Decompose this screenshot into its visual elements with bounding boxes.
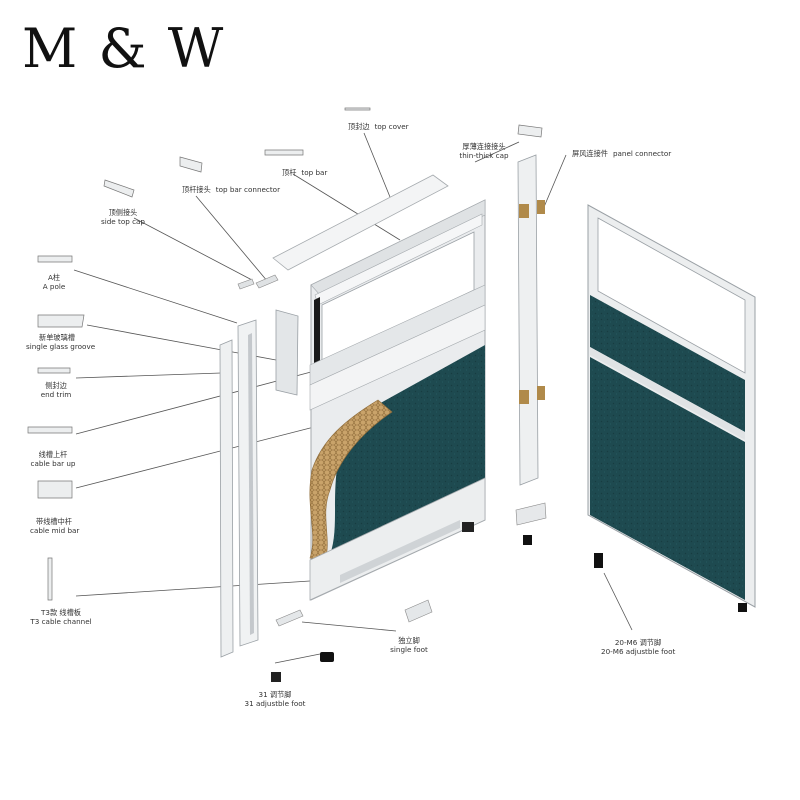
top-cover-part	[272, 174, 449, 271]
brand-logo: M & W	[22, 17, 226, 80]
main-panel	[309, 199, 486, 601]
part-icons	[27, 107, 543, 601]
assembled-panel	[587, 204, 756, 612]
foot-parts	[271, 599, 433, 682]
side-top-cap-part	[237, 278, 255, 290]
a-pole-and-channel	[219, 309, 299, 658]
leader-lines	[73, 132, 633, 664]
connector-post	[515, 154, 547, 545]
top-bar-connector-part	[255, 274, 279, 289]
